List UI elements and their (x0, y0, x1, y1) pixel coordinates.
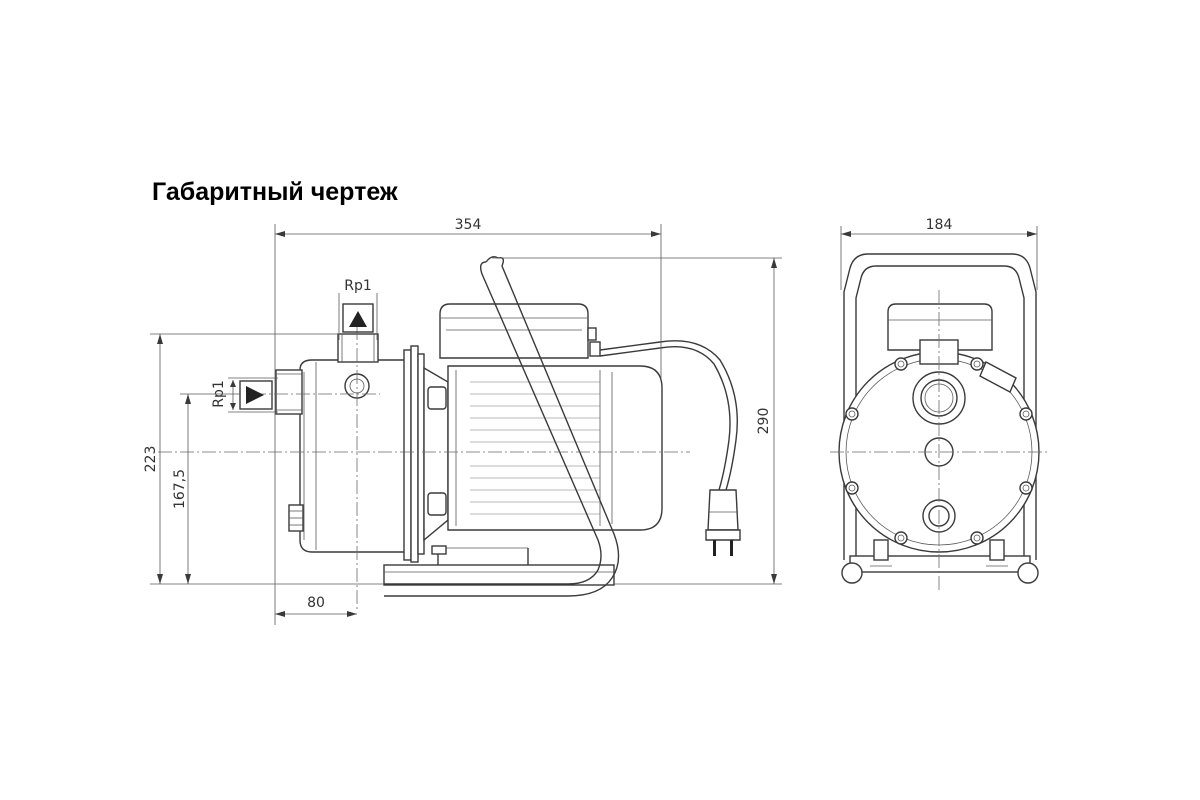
outlet-label: Rp1 (344, 278, 372, 294)
dim-inlet-offset: 80 (275, 595, 357, 617)
dim-outlet-height-label: 223 (143, 446, 159, 473)
drawing-title: Габаритный чертеж (152, 178, 398, 206)
outlet-marker: Rp1 (338, 278, 378, 340)
dim-inlet-height: 167,5 (172, 393, 240, 584)
pump-side-view (275, 255, 741, 597)
inlet-marker: Rp1 (211, 377, 278, 413)
dim-overall-height: 290 (492, 257, 782, 585)
dim-front-width: 184 (840, 217, 1038, 290)
dim-front-width-label: 184 (926, 217, 953, 233)
dim-outlet-height: 223 (143, 333, 384, 585)
dim-overall-length-label: 354 (455, 217, 482, 233)
dim-overall-length: 354 (274, 217, 662, 625)
dim-overall-height-label: 290 (756, 408, 772, 435)
dim-inlet-height-label: 167,5 (172, 469, 188, 509)
dim-inlet-offset-label: 80 (307, 595, 325, 611)
